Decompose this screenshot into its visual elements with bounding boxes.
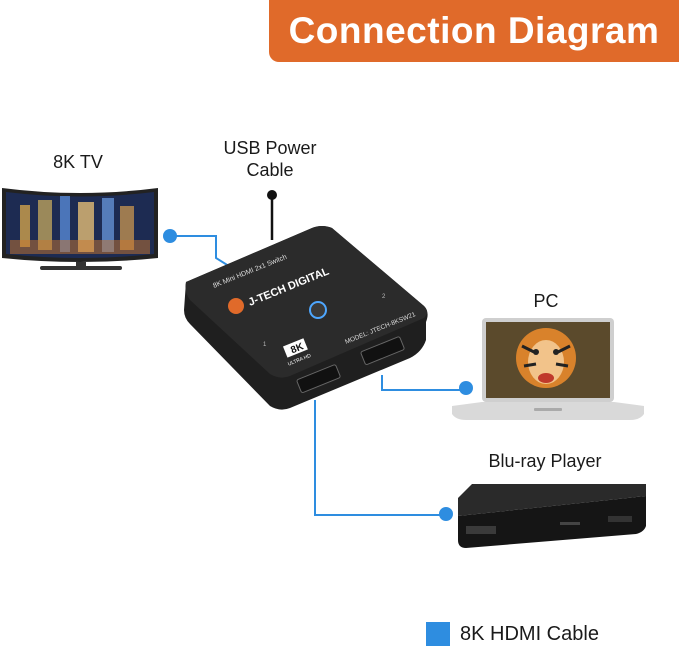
switch-button[interactable] bbox=[309, 301, 327, 319]
bluray-player-image bbox=[458, 484, 646, 548]
legend: 8K HDMI Cable bbox=[426, 622, 599, 646]
usb-cable-label-line2: Cable bbox=[246, 160, 294, 180]
bluray-cable-dot bbox=[439, 507, 453, 521]
pc-cable-dot bbox=[459, 381, 473, 395]
bluray-cable bbox=[314, 400, 444, 516]
title-banner: Connection Diagram bbox=[269, 0, 679, 62]
tv-label: 8K TV bbox=[53, 152, 103, 172]
usb-cable-label: USB Power Cable bbox=[205, 137, 335, 181]
brand-logo-icon bbox=[228, 298, 244, 314]
hdmi-port-2 bbox=[360, 336, 405, 365]
tv-cable-dot bbox=[163, 229, 177, 243]
port1-number: 1 bbox=[263, 342, 267, 348]
pc-laptop-image bbox=[452, 318, 644, 420]
pc-label: PC bbox=[533, 291, 559, 311]
diagram-title: Connection Diagram bbox=[288, 10, 660, 51]
usb-cable-label-line1: USB Power bbox=[223, 138, 317, 158]
legend-swatch bbox=[426, 622, 450, 646]
badge-8k: 8K bbox=[289, 341, 306, 356]
port2-number: 2 bbox=[382, 294, 386, 300]
tv-image bbox=[2, 188, 158, 270]
hdmi-switch-device: 8K Mini HDMI 2x1 Switch J-TECH DIGITAL 1… bbox=[184, 226, 428, 410]
usb-power-dot bbox=[267, 190, 277, 200]
legend-label: 8K HDMI Cable bbox=[460, 622, 599, 645]
tv-cable bbox=[170, 235, 233, 269]
pc-cable bbox=[381, 375, 466, 391]
bluray-label: Blu-ray Player bbox=[488, 451, 602, 471]
hdmi-port-1 bbox=[296, 364, 341, 393]
hdmi-cables bbox=[170, 235, 466, 516]
